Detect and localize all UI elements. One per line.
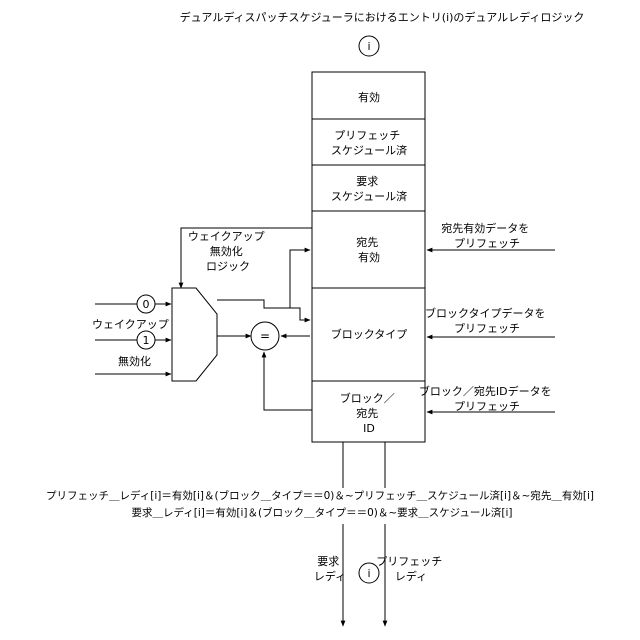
- table-output-stubs: [343, 442, 385, 488]
- wakeup-label: ウェイクアップ: [92, 318, 169, 331]
- prefetch-ready-label: プリフェッチ レディ: [376, 555, 446, 583]
- wakeup-port-0: 0: [137, 295, 155, 313]
- invalidate-label: 無効化: [118, 354, 151, 368]
- svg-text:i: i: [367, 567, 370, 580]
- prefetch-dest-valid-label: 宛先有効データを プリフェッチ: [441, 221, 533, 250]
- request-ready-equation: 要求＿レディ[i]＝有効[i]＆(ブロック＿タイプ＝＝0)＆~要求＿スケジュール…: [131, 506, 512, 519]
- prefetch-block-type-label: ブロックタイプデータを プリフェッチ: [425, 306, 549, 335]
- field-block-dest-id: ブロック／ 宛先 ID: [340, 391, 399, 435]
- wakeup-mux-block: [172, 288, 217, 381]
- comparator: =: [217, 322, 312, 410]
- field-prefetch-scheduled: プリフェッチ スケジュール済: [331, 129, 407, 157]
- field-dest-valid: 宛先 有効: [356, 235, 382, 264]
- wakeup-port-1: 1: [137, 331, 155, 349]
- svg-text:0: 0: [143, 298, 150, 311]
- field-valid: 有効: [358, 90, 380, 104]
- request-ready-label: 要求 レディ: [314, 555, 346, 583]
- field-block-type: ブロックタイプ: [331, 327, 408, 341]
- prefetch-block-dest-id-label: ブロック／宛先IDデータを プリフェッチ: [419, 384, 555, 413]
- comparator-label: =: [260, 329, 270, 343]
- entry-index-label: i: [367, 40, 370, 53]
- entry-index-marker: i: [359, 36, 379, 56]
- field-request-scheduled: 要求 スケジュール済: [331, 175, 407, 203]
- svg-text:1: 1: [143, 334, 150, 347]
- prefetch-ready-equation: プリフェッチ＿レディ[i]＝有効[i]＆(ブロック＿タイプ＝＝0)＆~プリフェッ…: [46, 489, 594, 502]
- diagram-title: デュアルディスパッチスケジューラにおけるエントリ(i)のデュアルレディロジック: [180, 10, 585, 24]
- wakeup-invalidate-logic-label: ウェイクアップ 無効化 ロジック: [188, 230, 268, 273]
